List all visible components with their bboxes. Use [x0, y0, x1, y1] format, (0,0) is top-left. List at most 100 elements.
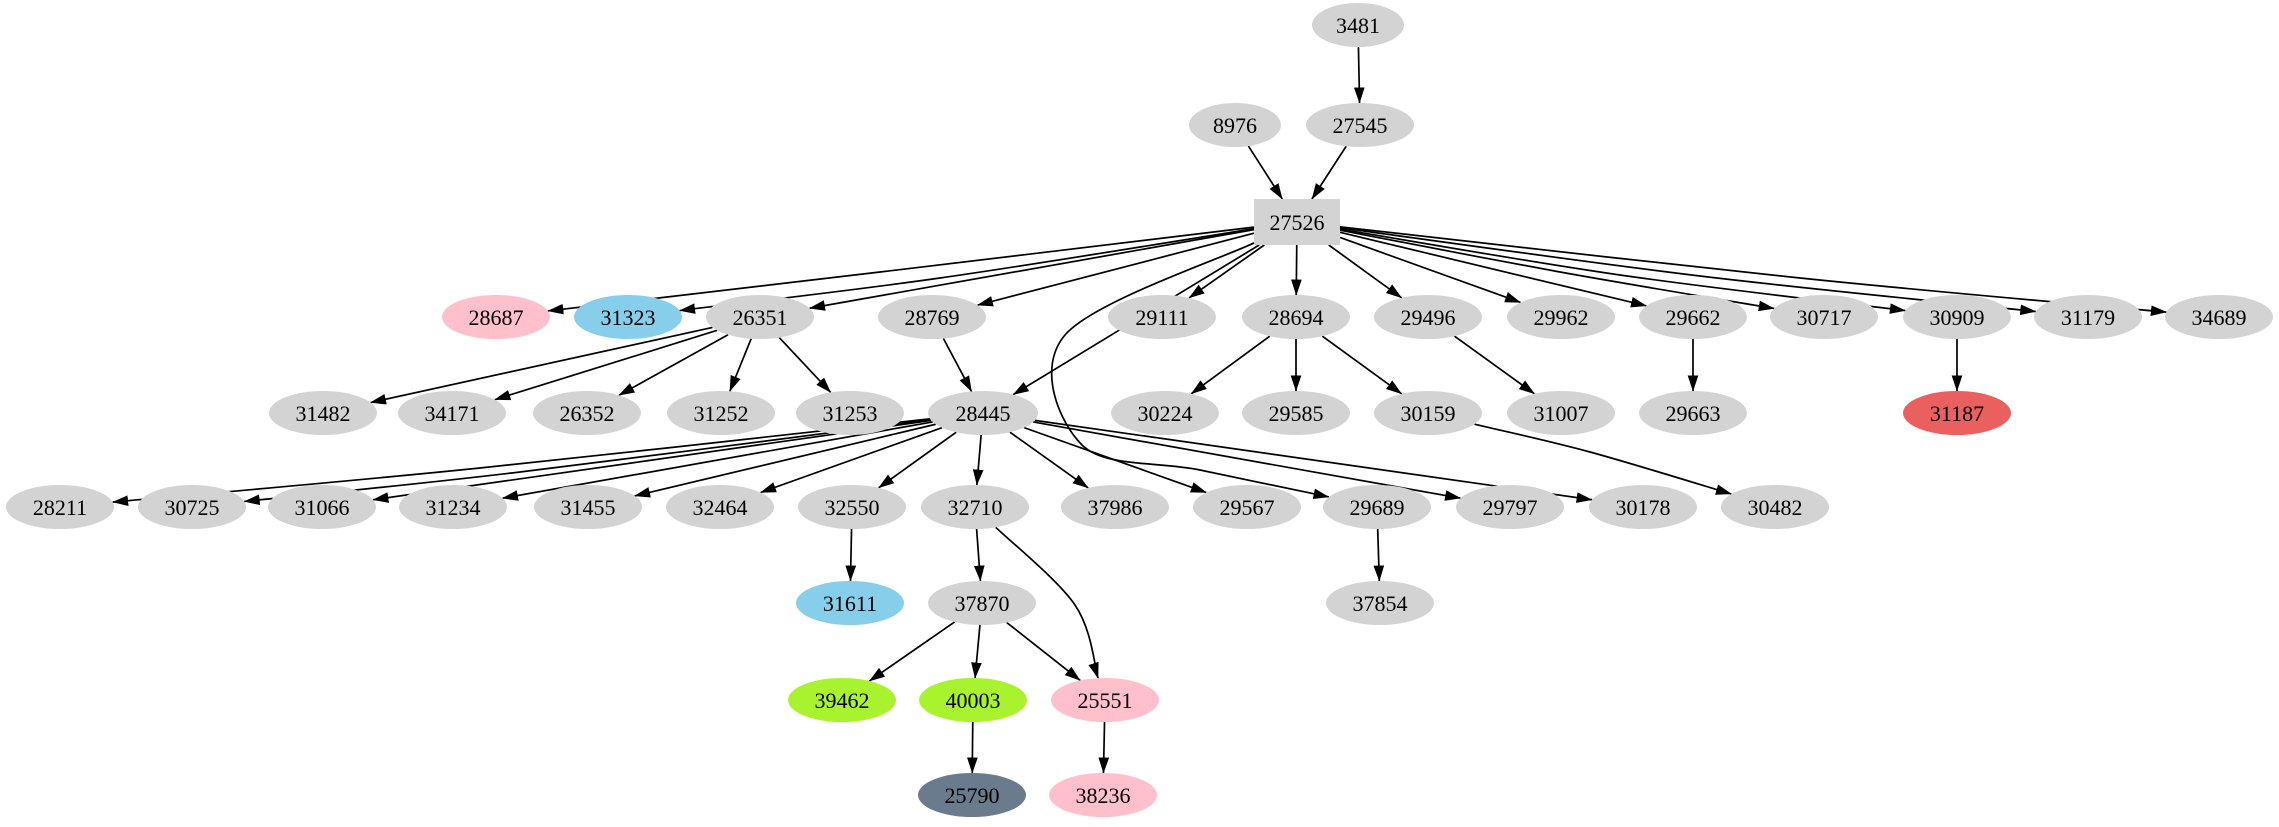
node-shape	[796, 581, 904, 625]
node-label: 29496	[1401, 305, 1456, 330]
node-label: 28211	[33, 495, 87, 520]
node-shape	[1721, 485, 1829, 529]
node-label: 31611	[823, 591, 877, 616]
node-label: 40003	[946, 688, 1001, 713]
node-label: 34689	[2192, 305, 2247, 330]
graph-node-28687: 28687	[442, 295, 550, 339]
graph-edge-28445-28211	[112, 417, 931, 506]
graph-node-32550: 32550	[798, 485, 906, 529]
node-label: 28769	[905, 305, 960, 330]
node-label: 29797	[1483, 495, 1538, 520]
node-shape	[1770, 295, 1878, 339]
node-shape	[268, 485, 376, 529]
graph-edge-28445-32550	[878, 431, 957, 489]
graph-edge-26351-26352	[618, 333, 729, 397]
node-shape	[1312, 3, 1404, 47]
graph-node-29797: 29797	[1456, 485, 1564, 529]
graph-node-30482: 30482	[1721, 485, 1829, 529]
node-label: 37870	[955, 591, 1010, 616]
graph-node-28445: 28445	[928, 391, 1038, 435]
graph-node-26352: 26352	[533, 391, 641, 435]
graph-edge-26351-31482	[370, 326, 713, 405]
node-label: 3481	[1336, 13, 1380, 38]
graph-node-31007: 31007	[1507, 391, 1615, 435]
node-shape	[918, 773, 1026, 817]
graph-node-31455: 31455	[534, 485, 642, 529]
node-shape	[788, 678, 896, 722]
node-label: 8976	[1213, 113, 1257, 138]
graph-edge-28445-37986	[1009, 431, 1089, 489]
graph-edge-32550-31611	[845, 528, 857, 582]
node-label: 25551	[1078, 688, 1133, 713]
graph-edge-27526-28694	[1291, 244, 1302, 296]
graph-node-28769: 28769	[878, 295, 986, 339]
node-label: 29962	[1534, 305, 1589, 330]
graph-edge-27526-29662	[1339, 231, 1647, 308]
node-label: 37986	[1088, 495, 1143, 520]
node-label: 29585	[1269, 401, 1324, 426]
node-label: 34171	[425, 401, 480, 426]
graph-edge-27526-28769	[976, 232, 1255, 307]
graph-edge-27526-29689	[1050, 242, 1330, 500]
node-label: 28687	[469, 305, 524, 330]
graph-node-31179: 31179	[2034, 295, 2142, 339]
node-shape	[1639, 295, 1747, 339]
node-shape	[2165, 295, 2273, 339]
graph-edge-28445-31234	[501, 421, 933, 501]
node-shape	[398, 391, 506, 435]
graph-node-28211: 28211	[6, 485, 114, 529]
node-label: 31187	[1930, 401, 1984, 426]
node-shape	[1242, 391, 1350, 435]
node-label: 32550	[825, 495, 880, 520]
node-shape	[1193, 485, 1301, 529]
graph-node-37986: 37986	[1061, 485, 1169, 529]
graph-node-31253: 31253	[796, 391, 904, 435]
graph-edge-40003-25790	[967, 721, 978, 774]
graph-edge-28445-31455	[634, 423, 936, 498]
graph-edge-28445-29567	[1023, 426, 1207, 494]
graph-node-29567: 29567	[1193, 485, 1301, 529]
graph-edge-27526-26351	[809, 228, 1255, 311]
graph-edge-27526-29962	[1339, 236, 1522, 304]
graph-node-37870: 37870	[928, 581, 1036, 625]
graph-node-8976: 8976	[1189, 103, 1281, 147]
graph-edge-25551-38236	[1098, 721, 1110, 774]
node-shape	[1456, 485, 1564, 529]
node-shape	[921, 485, 1029, 529]
graph-node-32464: 32464	[666, 485, 774, 529]
node-label: 31482	[296, 401, 351, 426]
node-label: 31323	[601, 305, 656, 330]
graph-node-31482: 31482	[269, 391, 377, 435]
graph-edge-8976-27526	[1247, 145, 1284, 200]
node-shape	[706, 295, 814, 339]
graph-node-29962: 29962	[1507, 295, 1615, 339]
graph-node-32710: 32710	[921, 485, 1029, 529]
graph-edge-30159-30482	[1474, 423, 1732, 495]
graph-edge-28445-29797	[1033, 421, 1462, 501]
node-label: 26351	[733, 305, 788, 330]
graph-node-3481: 3481	[1312, 3, 1404, 47]
graph-node-25551: 25551	[1051, 678, 1159, 722]
node-shape	[138, 485, 246, 529]
graph-node-31252: 31252	[667, 391, 775, 435]
node-shape	[1111, 391, 1219, 435]
node-label: 32464	[693, 495, 748, 520]
node-shape	[1326, 581, 1434, 625]
node-label: 25790	[945, 783, 1000, 808]
graph-node-29111: 29111	[1108, 295, 1216, 339]
node-shape	[1108, 295, 1216, 339]
node-label: 29662	[1666, 305, 1721, 330]
node-label: 31066	[295, 495, 350, 520]
graph-edge-27526-34689	[1339, 225, 2167, 316]
graph-node-27545: 27545	[1306, 103, 1414, 147]
node-label: 30725	[165, 495, 220, 520]
graph-node-29689: 29689	[1323, 485, 1431, 529]
graph-edge-26351-34171	[494, 329, 718, 401]
node-label: 31455	[561, 495, 616, 520]
graph-edge-3481-27545	[1353, 46, 1365, 104]
graph-node-30178: 30178	[1589, 485, 1697, 529]
graph-node-30725: 30725	[138, 485, 246, 529]
graph-node-31611: 31611	[796, 581, 904, 625]
